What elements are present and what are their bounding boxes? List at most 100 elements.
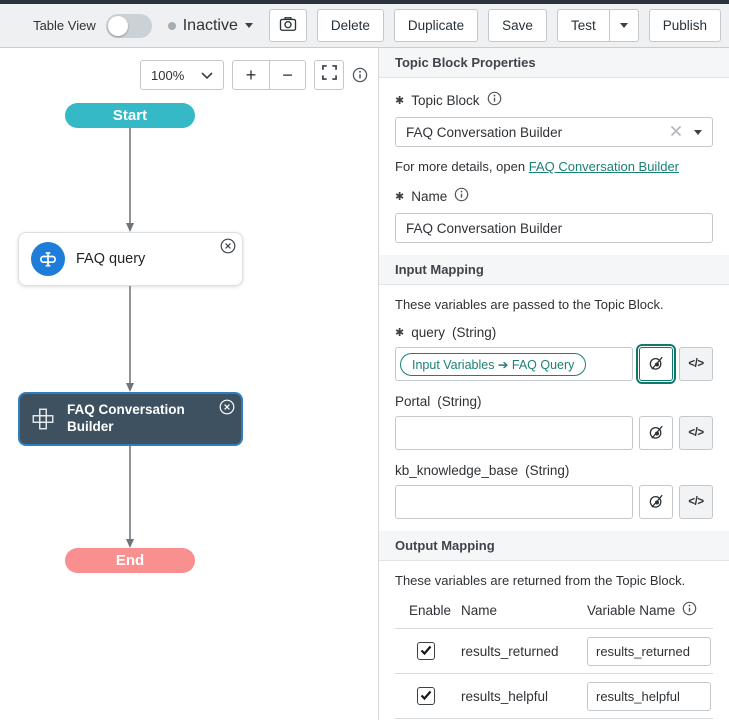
topic-block-label-row: ✱ Topic Block — [395, 91, 713, 109]
enable-checkbox[interactable] — [417, 642, 435, 660]
query-type: (String) — [452, 325, 497, 340]
col-name-header: Name — [461, 602, 498, 618]
kb-label: kb_knowledge_base — [395, 463, 519, 478]
table-divider — [395, 628, 713, 629]
duplicate-button[interactable]: Duplicate — [393, 9, 479, 42]
details-text: For more details, open FAQ Conversation … — [395, 159, 713, 174]
query-label-row: ✱ query (String) — [395, 325, 713, 340]
camera-icon — [278, 14, 298, 37]
query-label: query — [411, 325, 445, 340]
zoom-button-group: + − — [232, 60, 306, 90]
required-icon: ✱ — [395, 327, 405, 339]
kb-value-field[interactable] — [395, 485, 633, 519]
details-prefix: For more details, open — [395, 159, 526, 174]
portal-value-field[interactable] — [395, 416, 633, 450]
kb-pill-picker-button[interactable] — [639, 485, 673, 519]
query-pill-picker-button[interactable] — [636, 344, 676, 384]
code-icon: </> — [688, 496, 704, 508]
clear-selection-icon[interactable] — [670, 125, 682, 140]
portal-label: Portal — [395, 394, 431, 409]
query-value-field[interactable]: Input Variables ➔ FAQ Query — [395, 347, 633, 381]
variable-name-input[interactable] — [587, 636, 711, 666]
zoom-in-button[interactable]: + — [245, 64, 257, 85]
topic-block-icon — [30, 406, 56, 432]
input-mapping-description: These variables are passed to the Topic … — [395, 297, 664, 312]
flow-connector — [125, 286, 134, 392]
node-title: FAQ Conversation Builder — [67, 402, 185, 434]
portal-label-row: Portal (String) — [395, 394, 713, 409]
topic-block-select-value: FAQ Conversation Builder — [406, 124, 563, 140]
topic-block-link[interactable]: FAQ Conversation Builder — [528, 159, 679, 174]
status-dot-icon — [167, 21, 176, 30]
canvas-controls: 100% + − — [140, 60, 368, 90]
kb-type: (String) — [525, 463, 570, 478]
portal-type: (String) — [437, 394, 482, 409]
output-mapping-description: These variables are returned from the To… — [395, 573, 686, 588]
faq-query-node[interactable]: FAQ query — [18, 232, 243, 286]
name-label: Name — [411, 188, 448, 204]
data-pill-picker-icon — [646, 353, 666, 376]
info-icon[interactable] — [487, 91, 502, 109]
col-variable-header: Variable Name — [587, 601, 713, 619]
fullscreen-icon — [321, 65, 337, 85]
query-map-row: Input Variables ➔ FAQ Query </> — [395, 344, 713, 384]
fullscreen-button[interactable] — [314, 60, 344, 90]
chevron-down-icon — [244, 23, 253, 28]
enable-checkbox[interactable] — [417, 687, 435, 705]
chevron-down-icon — [694, 129, 702, 135]
test-split-button: Test — [556, 9, 639, 42]
output-name: results_helpful — [461, 688, 549, 704]
test-button[interactable]: Test — [570, 18, 596, 33]
flow-connector — [125, 446, 134, 548]
table-row: results_returned — [395, 629, 713, 674]
output-table-header: Enable Name Variable Name — [395, 601, 713, 619]
publish-button[interactable]: Publish — [648, 9, 721, 42]
portal-pill-picker-button[interactable] — [639, 416, 673, 450]
start-node[interactable]: Start — [65, 103, 195, 128]
end-node[interactable]: End — [65, 548, 195, 573]
col-enable-header: Enable — [409, 602, 452, 618]
query-script-button[interactable]: </> — [679, 347, 713, 381]
remove-node-icon[interactable] — [220, 238, 236, 254]
toggle-knob — [107, 15, 128, 36]
flow-canvas[interactable]: 100% + − — [0, 48, 379, 720]
portal-script-button[interactable]: </> — [679, 416, 713, 450]
name-label-row: ✱ Name — [395, 187, 713, 205]
query-data-pill[interactable]: Input Variables ➔ FAQ Query — [400, 352, 587, 376]
flow-connector — [125, 128, 134, 232]
table-row: results_helpful — [395, 674, 713, 719]
zoom-out-button[interactable]: − — [269, 61, 305, 89]
properties-panel: Topic Block Properties ✱ Topic Block FAQ… — [379, 48, 729, 720]
output-mapping-header: Output Mapping — [379, 531, 729, 561]
table-view-toggle[interactable] — [105, 13, 152, 38]
topic-block-select[interactable]: FAQ Conversation Builder — [395, 117, 713, 147]
zoom-level-select[interactable]: 100% — [140, 60, 224, 90]
user-input-icon — [31, 242, 65, 276]
status-dropdown[interactable]: Inactive — [167, 17, 253, 35]
data-pill-picker-icon — [646, 422, 666, 445]
test-menu-button[interactable] — [608, 10, 638, 41]
input-mapping-header: Input Mapping — [379, 255, 729, 285]
panel-title: Topic Block Properties — [379, 48, 729, 78]
variable-name-input[interactable] — [587, 681, 711, 711]
kb-map-row: </> — [395, 485, 713, 519]
window-top-strip — [0, 0, 729, 4]
info-icon[interactable] — [454, 187, 469, 205]
info-icon[interactable] — [682, 601, 697, 619]
topic-block-node[interactable]: FAQ Conversation Builder — [18, 392, 243, 446]
remove-node-icon[interactable] — [219, 399, 235, 415]
canvas-info-icon[interactable] — [352, 67, 368, 83]
output-name: results_returned — [461, 643, 559, 659]
kb-script-button[interactable]: </> — [679, 485, 713, 519]
portal-map-row: </> — [395, 416, 713, 450]
save-button[interactable]: Save — [488, 9, 547, 42]
table-view-label: Table View — [33, 18, 96, 33]
checkmark-icon — [420, 644, 432, 659]
required-icon: ✱ — [395, 94, 405, 107]
screenshot-button[interactable] — [268, 9, 307, 42]
chevron-down-icon — [201, 68, 213, 83]
code-icon: </> — [688, 427, 704, 439]
name-input[interactable] — [395, 213, 713, 243]
delete-button[interactable]: Delete — [316, 9, 384, 42]
checkmark-icon — [420, 689, 432, 704]
